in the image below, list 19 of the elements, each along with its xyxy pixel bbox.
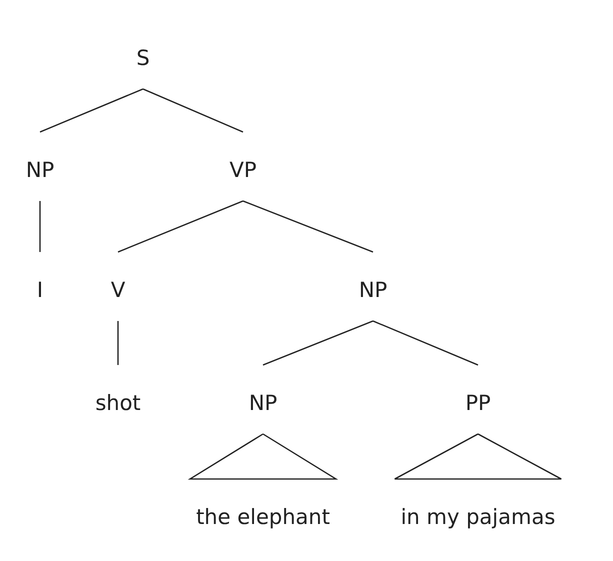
tree-label: VP [227,132,259,201]
tree-label: I [34,252,46,321]
tree-label: in my pajamas [398,479,558,548]
tree-branch [242,200,374,253]
tree-label: S [134,20,152,89]
tree-label: V [108,252,128,321]
tree-label: the elephant [194,479,332,548]
tree-branch [262,320,374,366]
tree-label: shot [93,365,143,434]
tree-label: NP [24,132,56,201]
tree-branch [39,201,41,252]
tree-branch [372,320,478,366]
tree-branch [117,321,119,365]
tree-label: PP [463,365,493,434]
tree-branch [118,200,244,253]
tree-branch [40,88,144,133]
tree-branch [142,88,244,133]
tree-label: NP [246,365,280,434]
tree-label: NP [356,252,390,321]
